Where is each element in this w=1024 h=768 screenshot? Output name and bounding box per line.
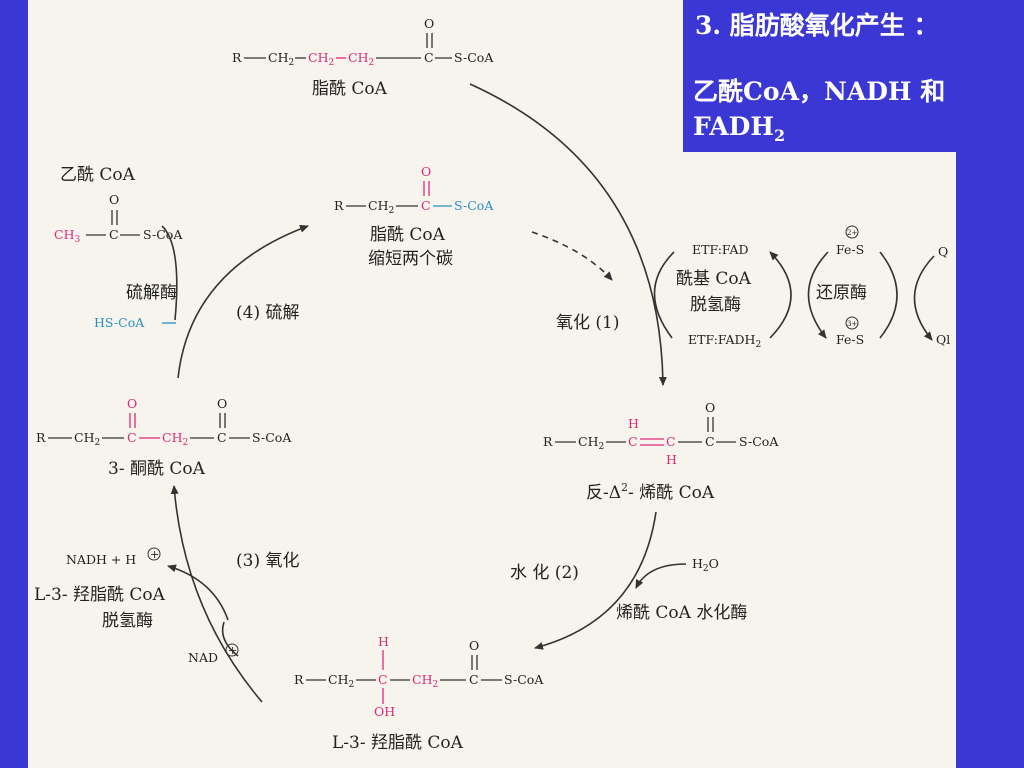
svg-text:H: H bbox=[628, 416, 639, 431]
panel-title-line2: 乙酰CoA，NADH 和 bbox=[693, 77, 946, 106]
svg-text:CH2: CH2 bbox=[162, 430, 188, 448]
nad-label: NAD bbox=[188, 650, 218, 665]
shortened-acyl-coa-structure: R CH2 C O S-CoA bbox=[334, 164, 494, 216]
panel-title-line3: FADH2 bbox=[693, 112, 786, 145]
hydroxyacyl-coa-label: L-3- 羟脂酰 CoA bbox=[332, 733, 464, 753]
svg-text:3+: 3+ bbox=[847, 320, 857, 328]
water-curve bbox=[635, 563, 687, 589]
nadh-curve bbox=[167, 564, 229, 621]
svg-text:R: R bbox=[232, 50, 242, 65]
svg-text:O: O bbox=[217, 396, 227, 411]
enoyl-coa-structure: R CH2 C H C H C O S-CoA bbox=[543, 400, 779, 467]
acetyl-coa-structure: CH3 C O S-CoA bbox=[54, 192, 183, 245]
svg-text:CH2: CH2 bbox=[74, 430, 100, 448]
svg-text:C: C bbox=[378, 672, 388, 687]
acyl-dh-label-2: 脱氢酶 bbox=[690, 295, 741, 315]
enoyl-coa-label: 反-Δ2- 烯酰 CoA bbox=[586, 481, 715, 503]
shortened-note: 缩短两个碳 bbox=[368, 249, 453, 269]
svg-text:CH2: CH2 bbox=[578, 434, 604, 452]
svg-text:C: C bbox=[109, 227, 119, 242]
svg-text:CH2: CH2 bbox=[308, 50, 334, 68]
oxidation3-arrow bbox=[170, 485, 263, 703]
svg-text:OH: OH bbox=[374, 704, 395, 719]
nadh-label: NADH + H bbox=[66, 552, 136, 567]
recycle-arrow bbox=[531, 231, 613, 281]
svg-text:S-CoA: S-CoA bbox=[504, 672, 544, 687]
hydroxy-dh-label-1: L-3- 羟脂酰 CoA bbox=[34, 585, 166, 605]
svg-text:C: C bbox=[217, 430, 227, 445]
svg-text:CH2: CH2 bbox=[268, 50, 294, 68]
svg-text:R: R bbox=[543, 434, 553, 449]
svg-text:+: + bbox=[150, 548, 159, 561]
step-oxidation1: 氧化 (1) bbox=[556, 313, 619, 333]
svg-text:S-CoA: S-CoA bbox=[143, 227, 183, 242]
hydration-arrow bbox=[534, 511, 657, 650]
fes-reduced: Fe-S bbox=[836, 332, 864, 347]
shortened-acyl-coa-label: 脂酰 CoA bbox=[370, 225, 446, 245]
panel-title-line1: 3. 脂肪酸氧化产生 ： bbox=[695, 11, 939, 40]
svg-text:C: C bbox=[424, 50, 434, 65]
svg-text:C: C bbox=[628, 434, 638, 449]
etf-left-curve bbox=[653, 251, 675, 339]
svg-text:CH2: CH2 bbox=[412, 672, 438, 690]
reductase-label: 还原酶 bbox=[816, 283, 867, 303]
svg-text:CH3: CH3 bbox=[54, 227, 80, 245]
acyl-dh-label-1: 酰基 CoA bbox=[676, 269, 752, 289]
acetyl-release-curve bbox=[161, 225, 178, 321]
svg-text:C: C bbox=[705, 434, 715, 449]
svg-text:O: O bbox=[109, 192, 119, 207]
svg-text:O: O bbox=[421, 164, 431, 179]
svg-text:O: O bbox=[127, 396, 137, 411]
step-hydration: 水 化 (2) bbox=[510, 563, 579, 583]
fatty-acyl-coa-label: 脂酰 CoA bbox=[312, 79, 388, 99]
svg-text:O: O bbox=[424, 16, 434, 31]
hydratase-label: 烯酰 CoA 水化酶 bbox=[616, 603, 747, 623]
svg-text:C: C bbox=[127, 430, 137, 445]
acetyl-coa-label: 乙酰 CoA bbox=[60, 165, 136, 185]
fes-right-curve bbox=[879, 251, 898, 339]
fes-left-curve bbox=[807, 251, 829, 339]
svg-text:H: H bbox=[666, 452, 677, 467]
svg-text:S-CoA: S-CoA bbox=[252, 430, 292, 445]
hydroxyacyl-coa-structure: R CH2 C H OH CH2 C O S-CoA bbox=[294, 634, 544, 719]
step-thiolysis: (4) 硫解 bbox=[236, 303, 299, 323]
svg-text:S-CoA: S-CoA bbox=[739, 434, 779, 449]
etf-fad-label: ETF:FAD bbox=[692, 242, 749, 257]
svg-text:O: O bbox=[469, 638, 479, 653]
svg-text:CH2: CH2 bbox=[348, 50, 374, 68]
thiolase-label: 硫解酶 bbox=[126, 283, 177, 303]
svg-text:C: C bbox=[421, 198, 431, 213]
q-curve bbox=[913, 255, 935, 341]
fatty-acyl-coa-structure: R CH2 CH2 CH2 C O S-CoA bbox=[232, 16, 494, 68]
ketoacyl-coa-structure: R CH2 C O CH2 C O S-CoA bbox=[36, 396, 292, 448]
qh-label: Ql bbox=[936, 332, 950, 347]
water-label: H2O bbox=[692, 556, 719, 574]
ketoacyl-coa-label: 3- 酮酰 CoA bbox=[108, 459, 206, 479]
title-panel: 3. 脂肪酸氧化产生 ： 乙酰CoA，NADH 和 FADH2 bbox=[683, 0, 1024, 152]
thiolysis-arrow bbox=[177, 225, 309, 379]
nad-curve bbox=[221, 621, 239, 657]
svg-text:O: O bbox=[705, 400, 715, 415]
svg-text:R: R bbox=[36, 430, 46, 445]
svg-text:2+: 2+ bbox=[847, 229, 857, 237]
svg-text:R: R bbox=[334, 198, 344, 213]
oxidation1-arrow bbox=[469, 83, 667, 386]
hydroxy-dh-label-2: 脱氢酶 bbox=[102, 611, 153, 631]
hs-coa-label: HS-CoA bbox=[94, 315, 145, 330]
step-oxidation3: (3) 氧化 bbox=[236, 551, 299, 571]
svg-text:C: C bbox=[469, 672, 479, 687]
svg-text:CH2: CH2 bbox=[328, 672, 354, 690]
svg-text:H: H bbox=[378, 634, 389, 649]
etf-right-curve bbox=[769, 251, 792, 339]
fes-oxidized: Fe-S bbox=[836, 242, 864, 257]
svg-text:S-CoA: S-CoA bbox=[454, 198, 494, 213]
svg-text:S-CoA: S-CoA bbox=[454, 50, 494, 65]
svg-text:C: C bbox=[666, 434, 676, 449]
etf-fadh2-label: ETF:FADH2 bbox=[688, 332, 761, 350]
svg-text:CH2: CH2 bbox=[368, 198, 394, 216]
svg-text:R: R bbox=[294, 672, 304, 687]
q-label: Q bbox=[938, 244, 948, 259]
